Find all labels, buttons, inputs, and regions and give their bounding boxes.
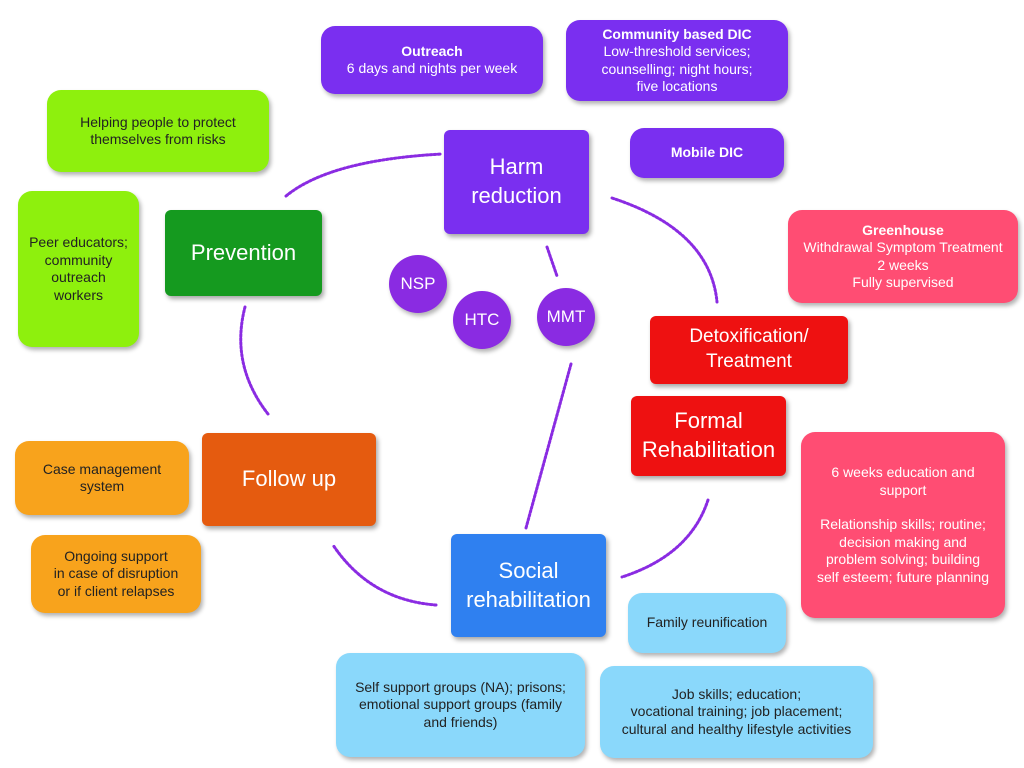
job-skills-note: Job skills; education; vocational traini…	[600, 666, 873, 758]
greenhouse-note: Greenhouse Withdrawal Symptom Treatment …	[788, 210, 1018, 303]
greenhouse-line: Withdrawal Symptom Treatment	[803, 239, 1003, 255]
self-support-line: emotional support groups (family	[358, 696, 563, 713]
prevention-stage: Prevention	[165, 210, 322, 296]
nsp-circle: NSP	[389, 255, 447, 313]
detox-line: Detoxification/	[689, 326, 809, 348]
education-line: 6 weeks education and	[831, 464, 975, 480]
self-support-line: Self support groups (NA); prisons;	[355, 678, 566, 695]
formal-rehab-line: Formal	[674, 408, 743, 434]
detox-line: Treatment	[706, 351, 792, 372]
link-harm-to-mmt	[545, 245, 559, 278]
peer-line: outreach	[51, 269, 106, 285]
peer-line: community	[44, 251, 113, 268]
detox-treatment-stage: Detoxification/ Treatment	[650, 316, 848, 384]
arc-prevention-to-harm	[284, 152, 444, 198]
community-dic-note: Community based DIC Low-threshold servic…	[566, 20, 788, 101]
education-line: problem solving; building	[825, 551, 981, 567]
mobile-dic-note: Mobile DIC	[630, 128, 784, 178]
greenhouse-line: Fully supervised	[852, 274, 954, 290]
mmt-circle: MMT	[537, 288, 595, 346]
greenhouse-title: Greenhouse	[862, 221, 944, 238]
self-support-line: and friends)	[423, 713, 498, 730]
formal-rehab-line: Rehabilitation	[641, 437, 776, 462]
follow-up-label: Follow up	[241, 466, 337, 492]
ongoing-support-note: Ongoing support in case of disruption or…	[31, 535, 201, 613]
follow-up-stage: Follow up	[202, 433, 376, 526]
mmt-label: MMT	[546, 307, 586, 326]
arc-followup-to-prevention	[239, 305, 270, 416]
education-line: decision making and	[839, 533, 967, 550]
harm-reduction-stage: Harm reduction	[444, 130, 589, 234]
self-support-note: Self support groups (NA); prisons; emoti…	[336, 653, 585, 757]
ongoing-line: Ongoing support	[64, 547, 168, 564]
arc-formal-to-social	[620, 498, 710, 579]
family-label: Family reunification	[646, 614, 768, 631]
case-mgmt-line: Case management	[42, 460, 162, 477]
social-rehab-line: rehabilitation	[466, 586, 591, 612]
social-rehabilitation-stage: Social rehabilitation	[451, 534, 606, 637]
outreach-title: Outreach	[401, 42, 463, 59]
job-line: cultural and healthy lifestyle activitie…	[621, 720, 852, 737]
peer-educators-note: Peer educators; community outreach worke…	[18, 191, 139, 347]
community-dic-line: Low-threshold services;	[603, 43, 751, 59]
case-management-note: Case management system	[15, 441, 189, 515]
protect-line: Helping people to protect	[80, 113, 236, 130]
community-dic-line: five locations	[636, 78, 718, 94]
protect-line: themselves from risks	[90, 131, 226, 147]
community-dic-line: counselling; night hours;	[601, 60, 753, 77]
htc-label: HTC	[464, 310, 500, 329]
nsp-label: NSP	[400, 274, 436, 293]
case-mgmt-line: system	[79, 478, 125, 494]
peer-line: Peer educators;	[29, 234, 128, 250]
outreach-text: 6 days and nights per week	[346, 60, 518, 76]
prevention-label: Prevention	[190, 239, 297, 265]
education-line: self esteem; future planning	[817, 568, 989, 585]
ongoing-line: in case of disruption	[53, 565, 179, 582]
community-dic-title: Community based DIC	[602, 25, 752, 42]
ongoing-line: or if client relapses	[57, 582, 175, 599]
arc-harm-to-detox	[610, 196, 719, 304]
greenhouse-line: 2 weeks	[877, 256, 929, 273]
family-reunification-note: Family reunification	[628, 593, 786, 653]
outreach-note: Outreach 6 days and nights per week	[321, 26, 543, 94]
job-line: vocational training; job placement;	[630, 703, 843, 720]
formal-rehabilitation-stage: Formal Rehabilitation	[631, 396, 786, 476]
job-line: Job skills; education;	[671, 685, 802, 702]
harm-reduction-line: Harm	[489, 154, 544, 180]
peer-line: workers	[53, 286, 103, 303]
harm-reduction-line: reduction	[471, 183, 562, 208]
education-note: 6 weeks education and support Relationsh…	[801, 432, 1005, 618]
education-line: support	[879, 481, 927, 498]
mobile-dic-title: Mobile DIC	[670, 144, 744, 161]
education-line: Relationship skills; routine;	[820, 516, 986, 532]
htc-circle: HTC	[453, 291, 511, 349]
link-mmt-to-social	[524, 362, 573, 530]
protect-note: Helping people to protect themselves fro…	[47, 90, 269, 172]
social-rehab-line: Social	[498, 557, 559, 583]
arc-social-to-followup	[331, 543, 438, 607]
